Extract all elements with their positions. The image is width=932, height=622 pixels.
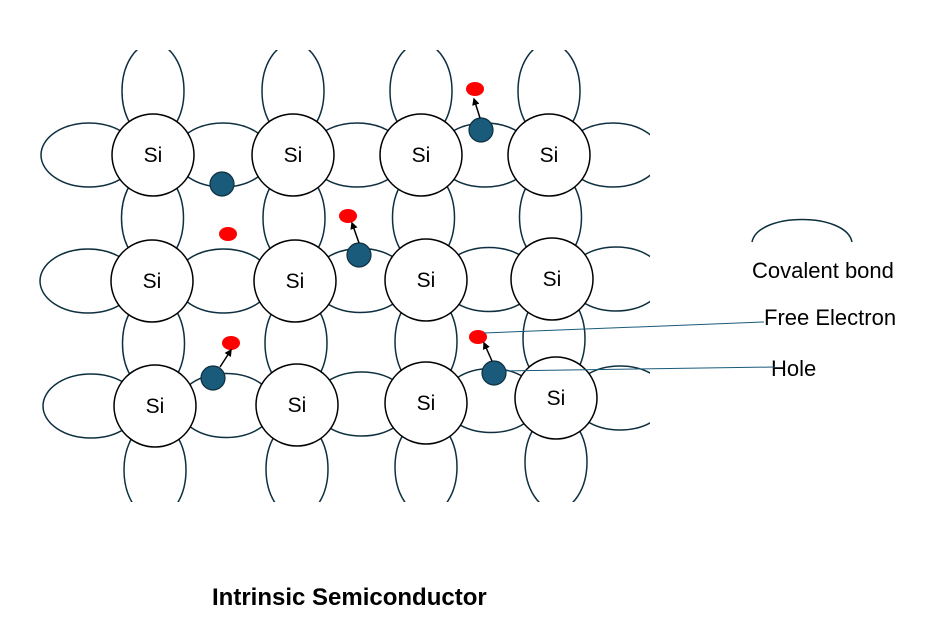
hole [209,171,235,197]
legend-hole: Hole [771,356,816,381]
diagram-title: Intrinsic Semiconductor [212,584,487,611]
free-electrons [219,82,487,350]
silicon-atom-label: Si [284,144,303,167]
electron-motion-arrow [219,348,232,368]
holes [200,117,507,391]
silicon-atom [384,238,468,322]
silicon-atom-label: Si [417,269,436,292]
silicon-atom [507,113,591,197]
silicon-atom [110,239,194,323]
silicon-atom [514,356,598,440]
free-electron [219,227,237,241]
free-electron [469,330,487,344]
silicon-atom-label: Si [144,144,163,167]
silicon-atom-label: Si [412,144,431,167]
free-electron-leader-line [483,321,765,334]
silicon-atom [510,237,594,321]
hole [200,365,226,391]
silicon-atom [379,113,463,197]
silicon-atom-label: Si [540,144,559,167]
legend-covalent-bond: Covalent bond [752,258,894,283]
electron-motion-arrows [219,97,493,368]
hole-leader-line [499,366,776,372]
free-electron [339,209,357,223]
silicon-atom-label: Si [288,394,307,417]
silicon-atom-label: Si [543,268,562,291]
silicon-atom [111,113,195,197]
silicon-atom-label: Si [146,395,165,418]
electron-motion-arrow [483,341,493,362]
free-electron [222,336,240,350]
silicon-atom [251,113,335,197]
silicon-atom [113,364,197,448]
silicon-atom-label: Si [547,387,566,410]
silicon-atom-label: Si [286,270,305,293]
electron-motion-arrow [350,221,360,244]
silicon-atom [255,363,339,447]
free-electron [466,82,484,96]
legend-free-electron: Free Electron [764,305,896,330]
electron-motion-arrow [472,97,481,119]
hole [468,117,494,143]
silicon-atom-label: Si [417,392,436,415]
silicon-atom [253,239,337,323]
hole [481,360,507,386]
silicon-atom-label: Si [143,270,162,293]
hole [346,242,372,268]
silicon-atom [384,361,468,445]
covalent-bond-legend-symbol [751,218,853,243]
